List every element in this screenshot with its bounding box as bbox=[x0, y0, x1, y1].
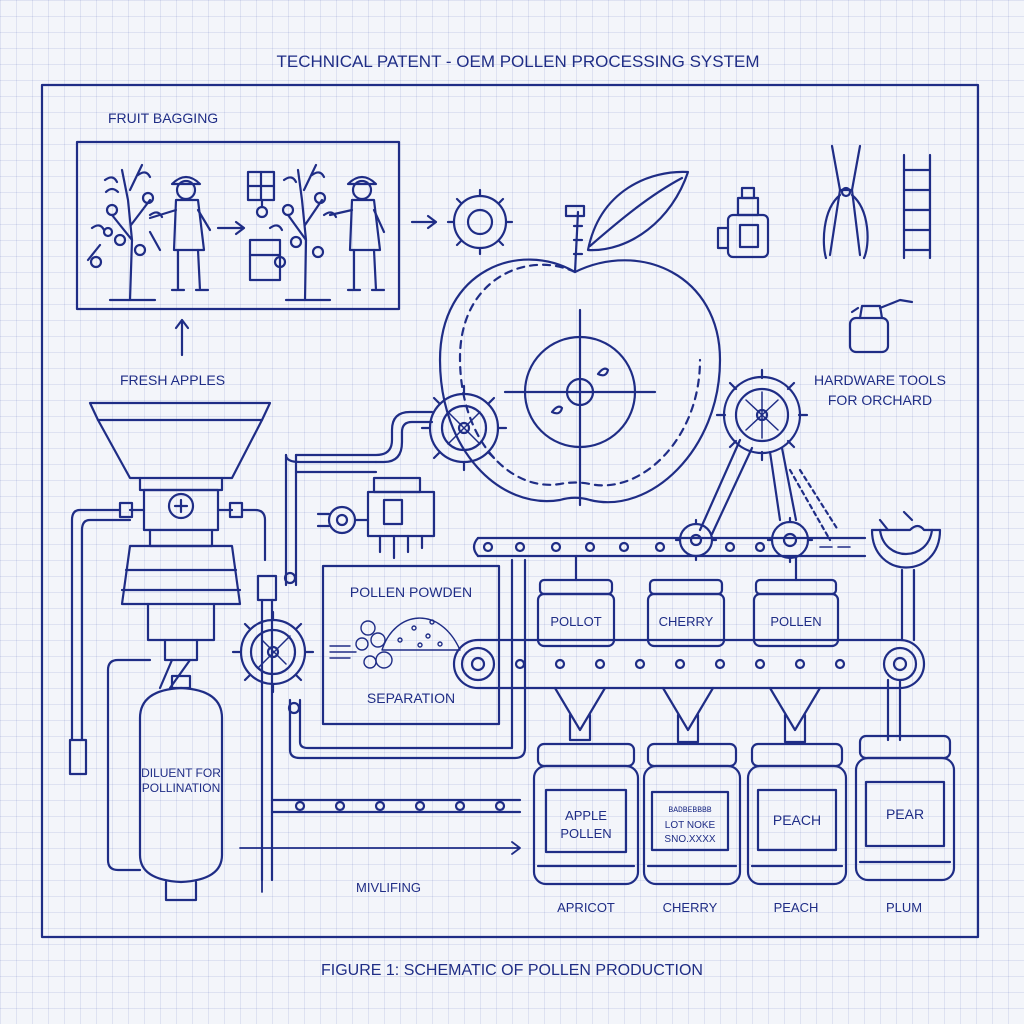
diluent-tank bbox=[138, 674, 224, 902]
lower-jar-apple bbox=[532, 742, 640, 886]
hopper-funnel bbox=[88, 401, 272, 690]
batch-label-1: BADBEBBBB bbox=[668, 806, 712, 815]
bottom-label-apricot: APRICOT bbox=[557, 900, 615, 915]
upper-jar-label-1: POLLOT bbox=[550, 614, 602, 629]
arrow-up-icon bbox=[174, 318, 190, 357]
gear-icon bbox=[446, 188, 514, 256]
spray-gun-icon bbox=[848, 298, 914, 354]
lower-jar-peach bbox=[746, 742, 848, 886]
apple-tree-2-icon bbox=[268, 163, 338, 302]
funnels bbox=[553, 686, 822, 744]
upper-jar-label-2: CHERRY bbox=[658, 614, 714, 629]
fruit-bagging-panel bbox=[75, 140, 401, 311]
pear-jar-label: PEAR bbox=[885, 806, 925, 822]
upper-rail bbox=[472, 536, 867, 558]
sprayer-bottle-icon bbox=[716, 186, 770, 259]
cut-apple-icon bbox=[870, 510, 942, 642]
bottom-label-peach: PEACH bbox=[773, 900, 819, 915]
mixing-gear-icon bbox=[231, 610, 315, 694]
pump-valve-block bbox=[316, 476, 436, 560]
fruit-bag-icon bbox=[246, 170, 282, 282]
arrow-to-gear-icon bbox=[410, 214, 438, 230]
fresh-apples-label: FRESH APPLES bbox=[120, 372, 226, 388]
upper-jar-2 bbox=[646, 578, 726, 648]
conveyor-belt bbox=[452, 638, 926, 742]
separation-label: SEPARATION bbox=[366, 690, 456, 706]
outer-frame bbox=[40, 83, 980, 939]
lower-jar-pear bbox=[854, 734, 956, 882]
chain-drive bbox=[788, 468, 840, 542]
batch-label-2: LOT NOKE bbox=[664, 820, 716, 831]
hardware-tools-label-2: FOR ORCHARD bbox=[827, 392, 933, 408]
page-title: TECHNICAL PATENT - OEM POLLEN PROCESSING… bbox=[276, 52, 760, 71]
worker-1-icon bbox=[148, 175, 212, 292]
small-gear-icon bbox=[674, 518, 718, 562]
upper-jar-1 bbox=[536, 554, 616, 648]
small-gear-2-icon bbox=[766, 516, 814, 564]
pollen-pile-icon bbox=[329, 617, 461, 669]
peach-jar-label: PEACH bbox=[772, 812, 822, 828]
batch-label-3: SNO.XXXX bbox=[664, 834, 716, 845]
diluent-label-2: POLLINATION bbox=[141, 781, 221, 795]
worker-2-icon bbox=[328, 175, 386, 292]
linkage-arms bbox=[698, 438, 798, 536]
right-drive-gear-icon bbox=[715, 368, 809, 462]
upper-jar-label-3: POLLEN bbox=[770, 614, 822, 629]
fruit-bagging-label: FRUIT BAGGING bbox=[108, 110, 219, 126]
apple-pollen-label: APPLE bbox=[565, 808, 607, 823]
lower-jar-batch bbox=[642, 742, 742, 886]
pruning-shears-icon bbox=[822, 144, 869, 260]
separation-box bbox=[321, 564, 501, 726]
apple-pollen-label-2: POLLEN bbox=[560, 826, 612, 841]
apple-tree-1-icon bbox=[86, 163, 164, 302]
pollen-powden-label: POLLEN POWDEN bbox=[349, 584, 473, 600]
bottom-label-cherry: CHERRY bbox=[662, 900, 718, 915]
apple-icon bbox=[438, 170, 722, 507]
hardware-tools-label: HARDWARE TOOLS bbox=[814, 372, 946, 388]
bottom-label-plum: PLUM bbox=[885, 900, 923, 915]
drive-gear-icon bbox=[420, 384, 508, 472]
upper-jar-3 bbox=[752, 554, 840, 648]
pipe-network bbox=[68, 410, 527, 893]
mivlifing-label: MIVLIFING bbox=[356, 880, 422, 895]
diluent-label: DILUENT FOR bbox=[141, 766, 221, 780]
ladder-icon bbox=[902, 153, 932, 260]
arrow-right-icon bbox=[216, 220, 246, 236]
figure-caption: FIGURE 1: SCHEMATIC OF POLLEN PRODUCTION bbox=[321, 962, 703, 979]
